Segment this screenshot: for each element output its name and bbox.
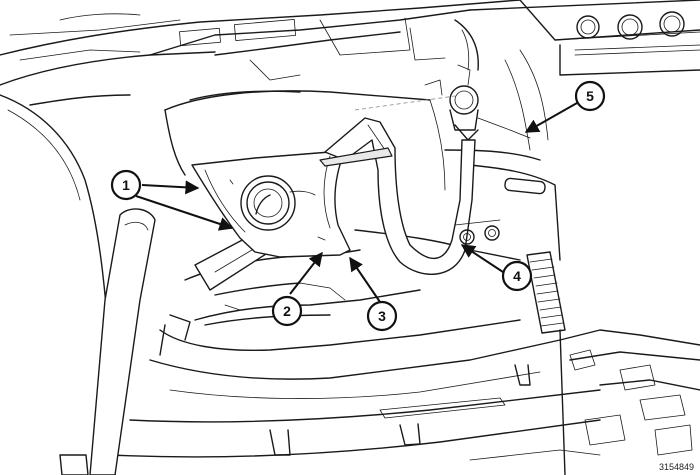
svg-text:4: 4	[513, 268, 521, 284]
speaker-grille	[526, 251, 566, 334]
upper-trim-panel	[191, 149, 351, 258]
upper-anchor	[424, 64, 531, 141]
reference-dash-line	[354, 95, 456, 111]
leader-1a	[141, 180, 200, 195]
leader-3	[349, 256, 381, 303]
callout-4: 4	[501, 260, 533, 292]
cargo-floor	[109, 329, 700, 475]
seatbelt-right	[319, 117, 476, 275]
callout-3: 3	[366, 300, 398, 332]
callout-2: 2	[271, 295, 303, 327]
leader-5	[524, 102, 578, 133]
leader-4	[460, 244, 504, 273]
roof-structure	[0, 0, 521, 86]
svg-text:2: 2	[283, 303, 291, 319]
seatbelt-lower-left	[59, 208, 156, 475]
callout-1: 1	[110, 169, 142, 201]
svg-text:5: 5	[586, 88, 594, 104]
figure-id: 3154849	[659, 462, 694, 472]
leader-2	[289, 251, 323, 295]
leader-lines	[135, 102, 578, 303]
storage-bin	[149, 282, 561, 399]
leader-1b	[135, 195, 234, 231]
lower-anchor-bolts	[454, 219, 501, 245]
svg-text:1: 1	[122, 177, 130, 193]
svg-text:3: 3	[378, 308, 386, 324]
callout-5: 5	[574, 80, 606, 112]
roof-rail	[469, 0, 700, 151]
